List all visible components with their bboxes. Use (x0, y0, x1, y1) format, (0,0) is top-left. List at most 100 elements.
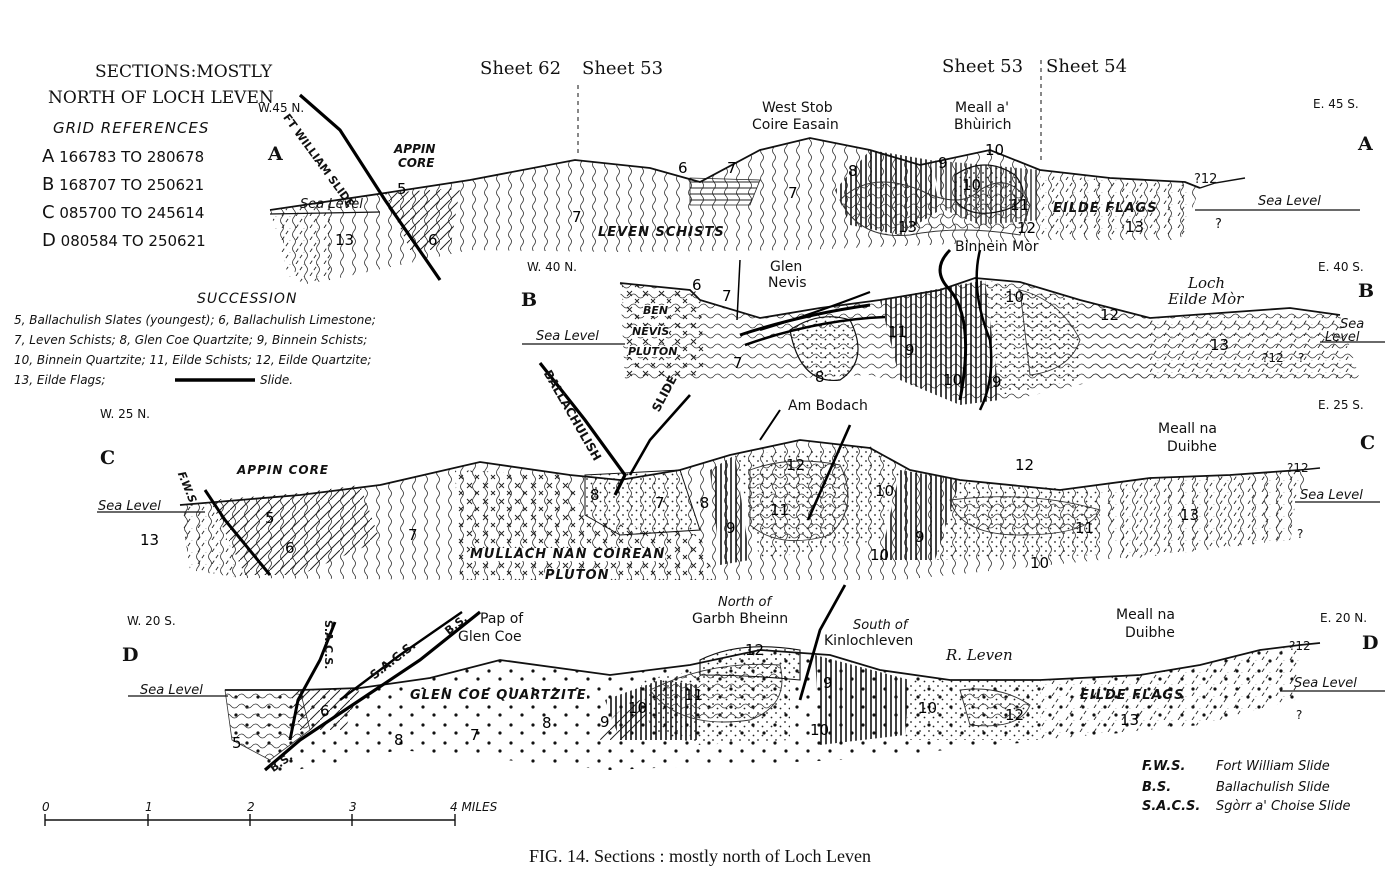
section-letter-a-right: A (1358, 135, 1373, 154)
sheet-label: Sheet 62 (480, 60, 561, 78)
legend-title-line1: SECTIONS:MOSTLY (95, 64, 272, 81)
unit-label: 9 (938, 154, 948, 172)
unit-label: 10 (918, 699, 937, 717)
grid-ref-a: A 166783 TO 280678 (42, 148, 204, 166)
duibhe-label: Duibhe (1125, 626, 1175, 640)
unit-label: 9 (905, 341, 915, 359)
unit-label: 7 (408, 526, 418, 544)
core-label: CORE (398, 157, 434, 169)
scale-tick-2: 2 (247, 801, 255, 813)
unit-label: 10 (1030, 554, 1049, 572)
q12-label: ?12 (1289, 640, 1311, 652)
slide-legend-label: Slide. (260, 374, 293, 386)
unit-label: 9 (823, 674, 833, 692)
binnein-mor-label: Binnein Mòr (955, 240, 1038, 254)
abbr-bs-name: Ballachulish Slide (1216, 781, 1330, 794)
unit-label: 11 (888, 323, 907, 341)
sheet-label: Sheet 54 (1046, 58, 1127, 76)
section-a-east: E. 45 S. (1313, 98, 1359, 110)
abbr-bs: B.S. (1142, 781, 1171, 794)
north-of-label: North of (718, 596, 771, 609)
section-a-west: W.45 N. (258, 102, 304, 114)
unit-label: 8 (815, 368, 825, 386)
unit-label: 7 (470, 726, 480, 744)
succession-heading: SUCCESSION (197, 292, 297, 306)
unit-label: 11 (1010, 196, 1029, 214)
succession-line-2: 7, Leven Schists; 8, Glen Coe Quartzite;… (14, 334, 367, 346)
unit-label: 12 (1005, 706, 1024, 724)
eilde-flags-label: EILDE FLAGS (1053, 202, 1157, 215)
unit-label: 11 (684, 686, 703, 704)
scale-tick-1: 1 (145, 801, 153, 813)
unit-label: 7 (655, 494, 665, 512)
unit-label: 12 (1015, 456, 1034, 474)
section-letter-c-left: C (100, 449, 115, 468)
unit-label: 5 (397, 180, 407, 198)
unit-label: 9 (600, 713, 610, 731)
question-label: ? (1297, 528, 1303, 540)
grid-ref-c: C 085700 TO 245614 (42, 204, 204, 222)
south-of-label: South of (853, 619, 907, 632)
unit-label: 8 (394, 731, 404, 749)
unit-label: 6 (428, 231, 438, 249)
eilde-mor-label: Eilde Mòr (1168, 292, 1243, 307)
scale-tick-0: 0 (42, 801, 50, 813)
sea-level-label: Sea Level (1300, 489, 1363, 502)
scale-tick-4: 4 MILES (450, 801, 497, 813)
abbr-fws-name: Fort William Slide (1216, 760, 1330, 773)
glen-coe-quartzite-label: GLEN COE QUARTZITE (410, 689, 587, 702)
glen-coe-label: Glen Coe (458, 630, 522, 644)
river-leven-label: R. Leven (946, 648, 1013, 663)
unit-label: 12 (786, 456, 805, 474)
unit-label: ·8 (695, 494, 709, 512)
unit-label: 13 (1210, 336, 1229, 354)
sea-level-label: Sea Level (1294, 677, 1357, 690)
unit-label: 10 (875, 482, 894, 500)
section-letter-d-left: D (122, 646, 138, 665)
unit-label: 6 (285, 539, 295, 557)
section-b-east: E. 40 S. (1318, 261, 1364, 273)
sea-level-label: Sea Level (98, 500, 161, 513)
unit-label: 8 (848, 162, 858, 180)
nevis-label: Nevis (768, 276, 807, 290)
appin-label: APPIN (394, 143, 435, 155)
unit-label: 8 (542, 714, 552, 732)
kinlochleven-label: Kinlochleven (824, 634, 913, 648)
unit-label: 12 (1017, 219, 1036, 237)
meall-label: Meall a' (955, 101, 1009, 115)
meall-na-label: Meall na (1158, 422, 1217, 436)
unit-label: 10 (870, 546, 889, 564)
glen-label: Glen (770, 260, 802, 274)
unit-label: 9 (992, 373, 1002, 391)
question-label: ? (1298, 352, 1304, 364)
sacs-vertical-label: S.A.C.S. (323, 620, 334, 669)
section-b-west: W. 40 N. (527, 261, 577, 273)
abbr-sacs: S.A.C.S. (1142, 800, 1200, 813)
unit-label: 5 (232, 734, 242, 752)
ben-label: BEN (643, 305, 668, 316)
leven-schists-label: LEVEN SCHISTS (598, 226, 725, 239)
unit-label: 13 (335, 231, 354, 249)
section-c-east: E. 25 S. (1318, 399, 1364, 411)
section-letter-d-right: D (1362, 634, 1378, 653)
sea-level-label: Sea Level (536, 330, 599, 343)
scale-bar (45, 814, 455, 826)
pap-of-label: Pap of (480, 612, 523, 626)
unit-label: 13 (1125, 218, 1144, 236)
unit-label: 5 (265, 509, 275, 527)
garbh-bheinn-label: Garbh Bheinn (692, 612, 788, 626)
unit-label: 7 (722, 287, 732, 305)
grid-ref-b: B 168707 TO 250621 (42, 176, 204, 194)
sea-level-label: Sea Level (300, 198, 363, 211)
section-letter-a-left: A (268, 145, 283, 164)
eilde-flags-label: EILDE FLAGS (1080, 689, 1184, 702)
unit-label: 13 (1120, 711, 1139, 729)
unit-label: 6 (692, 276, 702, 294)
unit-label: 8 (590, 486, 600, 504)
am-bodach-label: Am Bodach (788, 399, 868, 413)
section-letter-b-right: B (1358, 282, 1374, 301)
succession-line-4: 13, Eilde Flags; (14, 374, 105, 386)
legend-title-line2: NORTH OF LOCH LEVEN (48, 90, 274, 107)
meall-na-label: Meall na (1116, 608, 1175, 622)
unit-label: 9 (915, 528, 925, 546)
